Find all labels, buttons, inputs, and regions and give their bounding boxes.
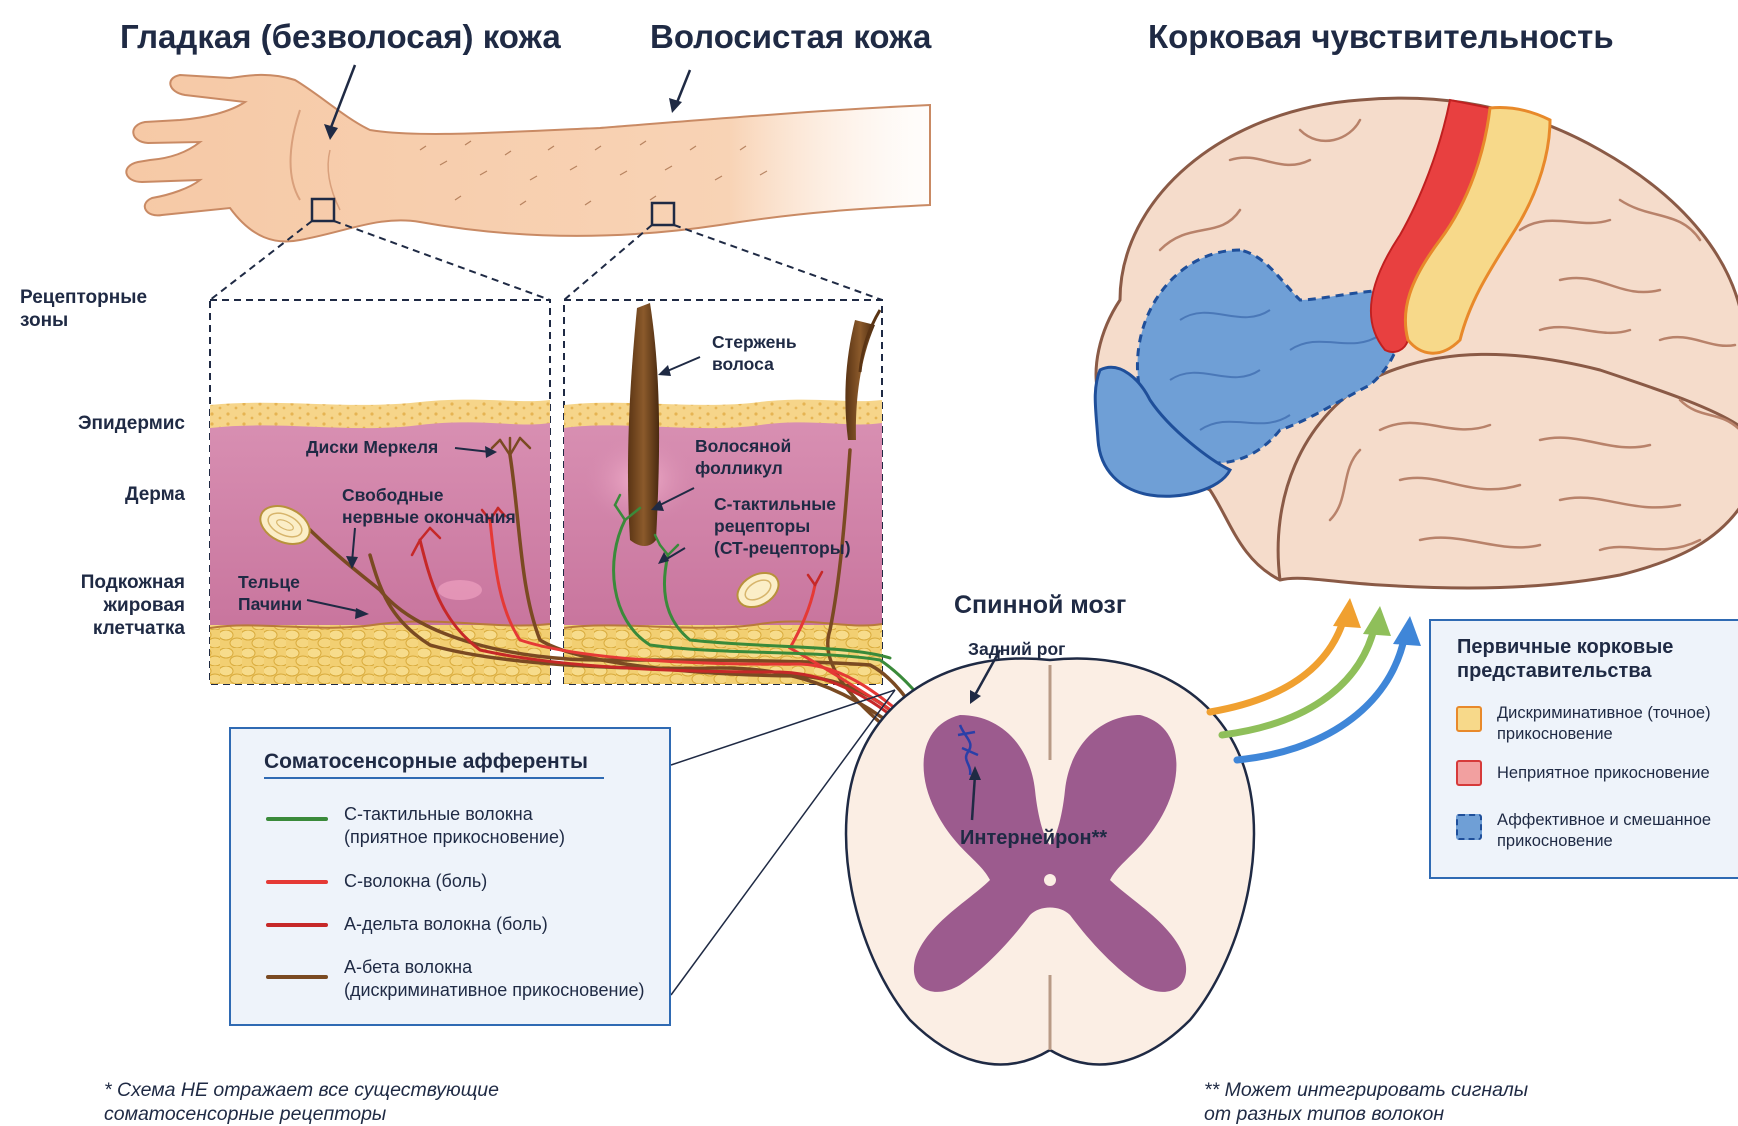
legend-item-a-beta: А-бета волокна (дискриминативное прикосн… xyxy=(344,956,645,1002)
legend-item-a-delta: А-дельта волокна (боль) xyxy=(344,913,548,936)
footnote-left: * Схема НЕ отражает все существующие сом… xyxy=(104,1078,499,1126)
receptor-zones-label: Рецепторные зоны xyxy=(20,286,185,332)
pacini-label: Тельце Пачини xyxy=(238,571,302,615)
arm-illustration xyxy=(126,65,930,241)
legend-swatch-c-tactile xyxy=(266,817,328,821)
dorsal-horn-label: Задний рог xyxy=(968,638,1065,660)
legend-item-c-tactile: С-тактильные волокна (приятное прикоснов… xyxy=(344,803,565,849)
cortex-item-unpleasant: Неприятное прикосновение xyxy=(1497,763,1710,784)
hairy-skin-title: Волосистая кожа xyxy=(650,18,931,56)
cortex-item-discriminative: Дискриминативное (точное) прикосновение xyxy=(1497,703,1711,745)
footnote-right: ** Может интегрировать сигналы от разных… xyxy=(1204,1078,1528,1126)
brain-icon xyxy=(1095,98,1738,588)
legend-item-c-pain: С-волокна (боль) xyxy=(344,870,487,893)
interneuron-label: Интернейрон** xyxy=(960,827,1107,850)
spinal-cord-icon xyxy=(846,650,1254,1064)
cortex-swatch-unpleasant xyxy=(1456,760,1482,786)
legend-swatch-a-delta xyxy=(266,923,328,927)
cortex-swatch-discriminative xyxy=(1456,706,1482,732)
legend-swatch-c-pain xyxy=(266,880,328,884)
hair-follicle-label: Волосяной фолликул xyxy=(695,435,791,479)
legend-swatch-a-beta xyxy=(266,975,328,979)
ct-receptors-label: С-тактильные рецепторы (СТ-рецепторы) xyxy=(714,493,851,559)
merkel-discs-label: Диски Меркеля xyxy=(306,436,438,458)
dermis-label: Дерма xyxy=(20,483,185,506)
epidermis-label: Эпидермис xyxy=(20,412,185,435)
cortical-title: Корковая чувствительность xyxy=(1148,18,1614,56)
glabrous-skin-title: Гладкая (безволосая) кожа xyxy=(120,18,561,56)
cortex-item-affective: Аффективное и смешанное прикосновение xyxy=(1497,810,1711,852)
spinal-cord-title: Спинной мозг xyxy=(954,591,1126,620)
afferents-legend-title: Соматосенсорные афференты xyxy=(264,750,588,774)
subcutis-label: Подкожная жировая клетчатка xyxy=(20,571,185,640)
free-nerve-endings-label: Свободные нервные окончания xyxy=(342,484,516,528)
legend-title-underline xyxy=(264,777,604,779)
cortex-swatch-affective xyxy=(1456,814,1482,840)
hair-shaft-label: Стержень волоса xyxy=(712,331,797,375)
cortex-legend-title: Первичные корковые представительства xyxy=(1457,635,1673,683)
